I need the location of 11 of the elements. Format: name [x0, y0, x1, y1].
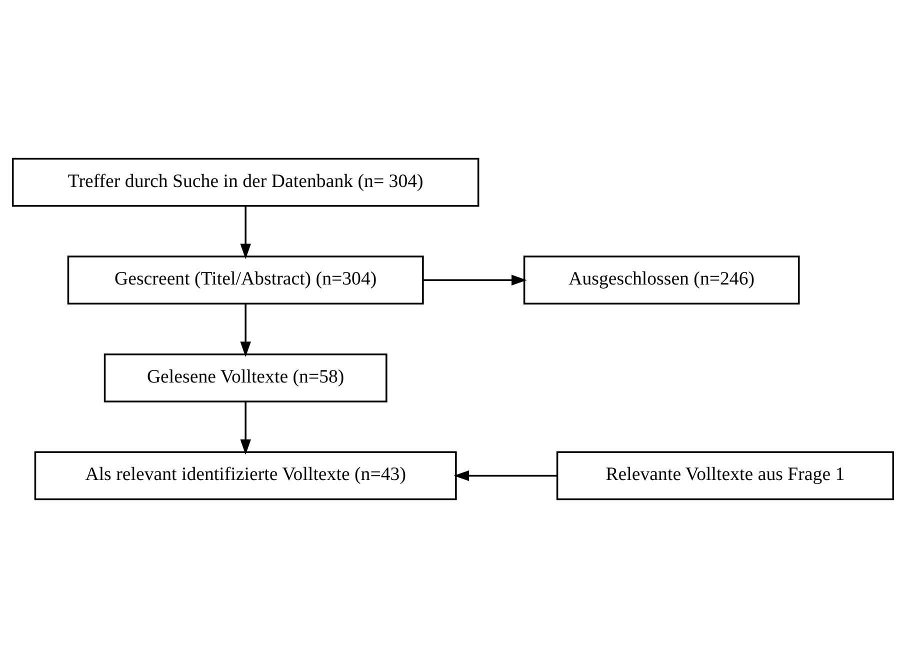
node-box: Relevante Volltexte aus Frage 1 [556, 450, 894, 500]
arrow [240, 303, 251, 356]
arrow [240, 206, 251, 259]
node-box: Treffer durch Suche in der Datenbank (n= 304) [12, 157, 480, 206]
arrow [423, 274, 527, 285]
node-box: Als relevant identifizierte Volltexte (n=43) [34, 450, 457, 500]
node-box: Gelesene Volltexte (n=58) [104, 352, 388, 402]
arrow [240, 401, 251, 454]
node-box: Gescreent (Titel/Abstract) (n=304) [67, 255, 424, 304]
node-box: Ausgeschlossen (n=246) [523, 255, 800, 304]
arrow [454, 470, 558, 481]
